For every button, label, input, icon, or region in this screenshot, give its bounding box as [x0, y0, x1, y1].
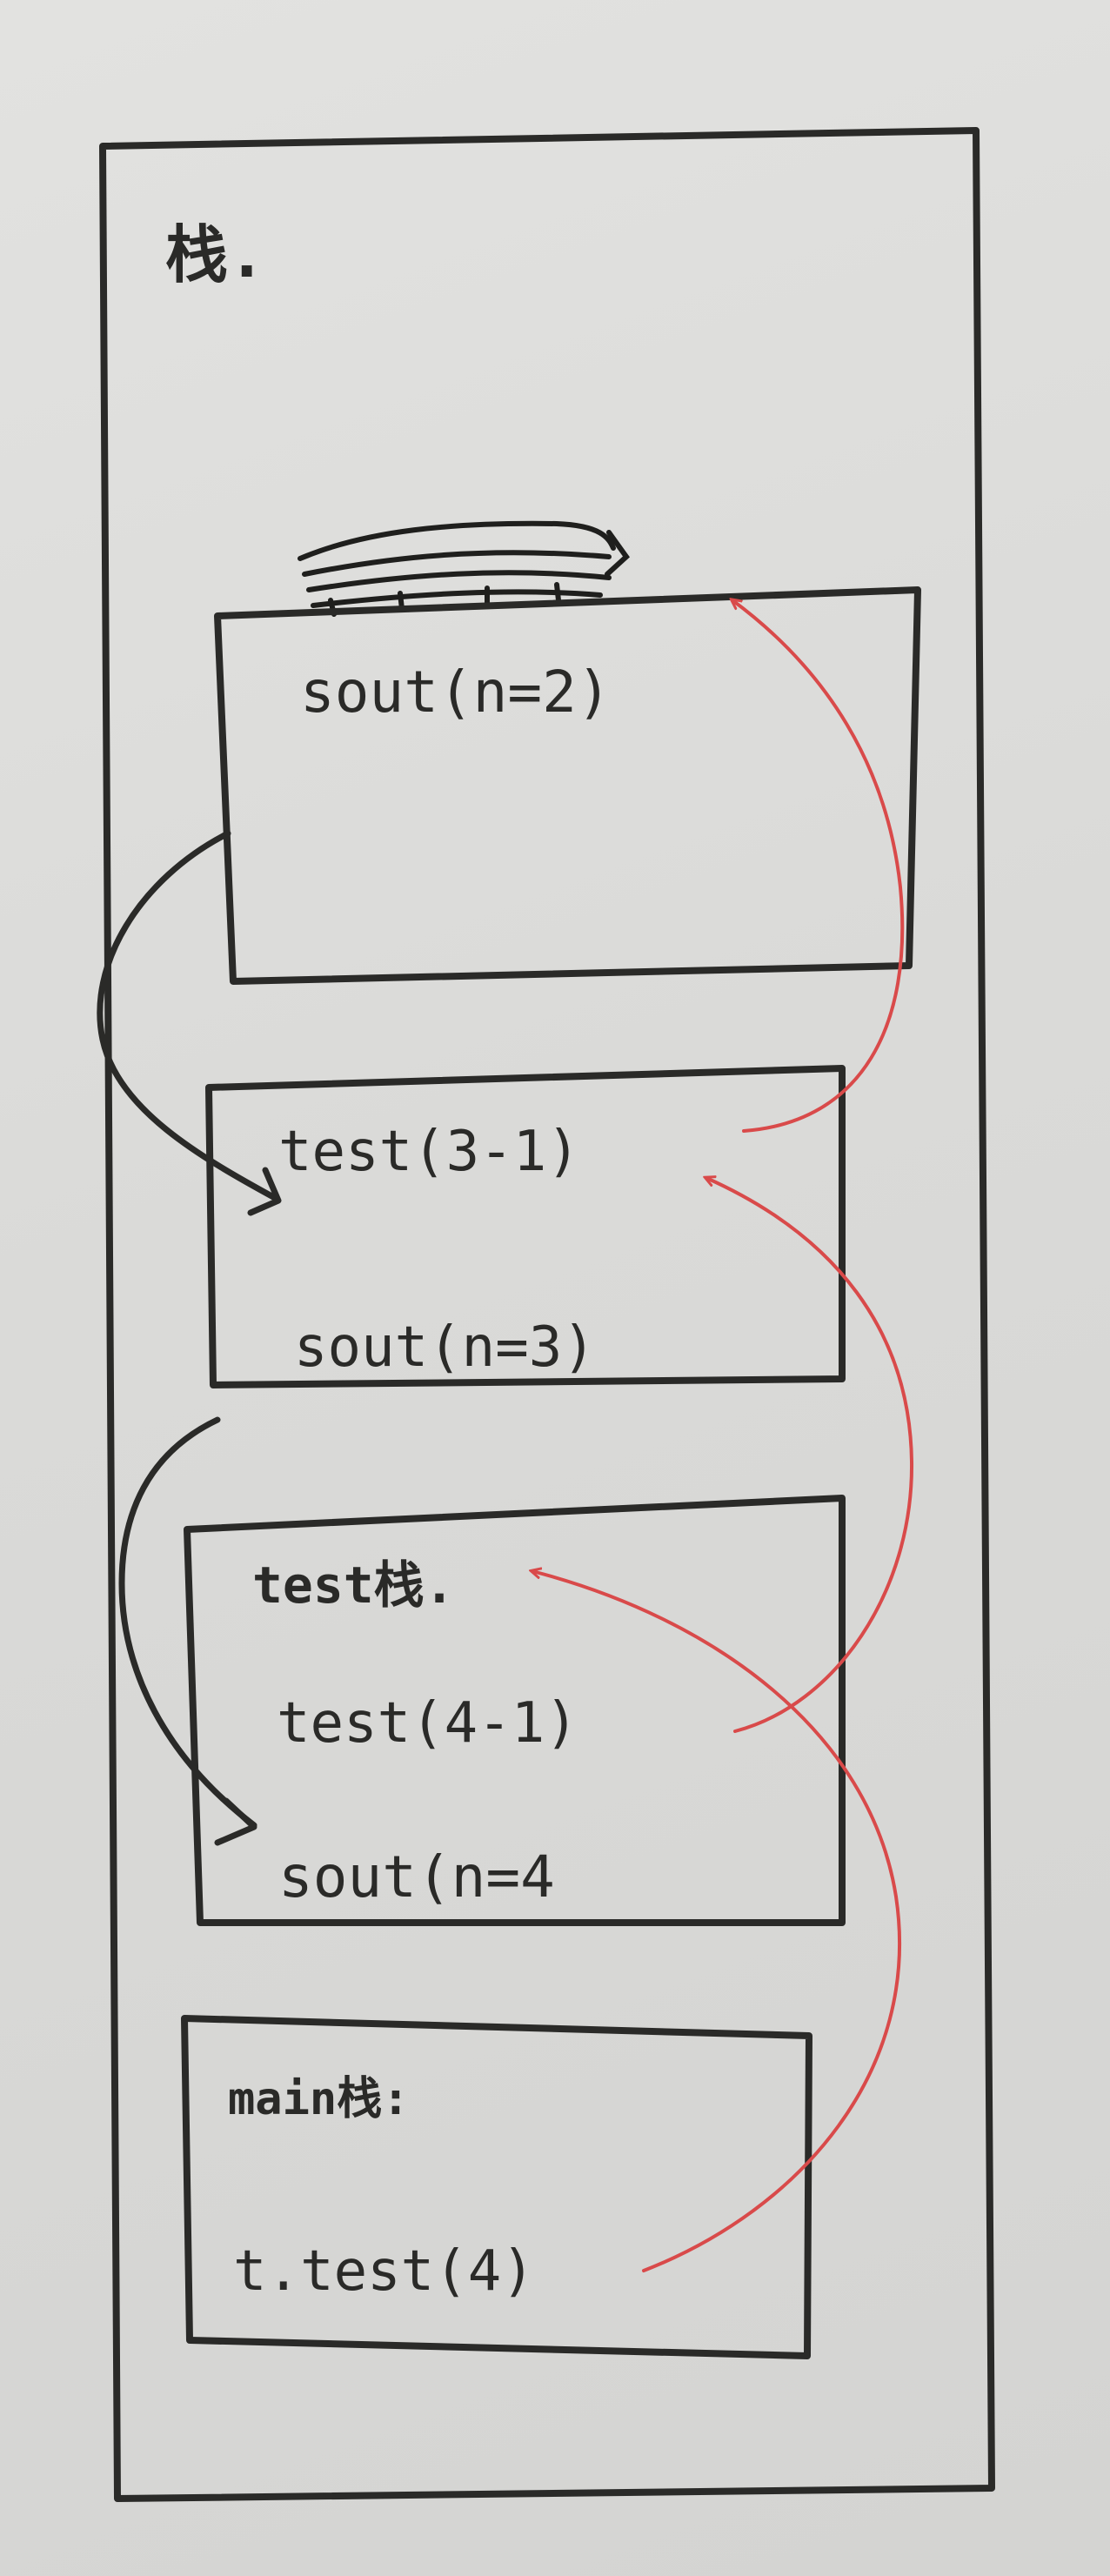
frame-1-line-1: sout(n=2) [300, 659, 612, 726]
call-arrow-main-to-frame3 [532, 1571, 902, 2272]
frame-2-line-2: sout(n=3) [294, 1315, 596, 1380]
frame-3-line-2: test(4-1) [277, 1691, 578, 1756]
stack-outer-frame [99, 127, 995, 2502]
frame-1: sout(n=2) [214, 586, 921, 985]
frame-4: main栈: t.test(4) [181, 2015, 812, 2359]
frame-3-line-3: sout(n=4 [278, 1843, 555, 1910]
call-arrow-frame3-to-frame2 [706, 1178, 914, 1733]
stack-title: 栈. [165, 218, 265, 291]
scribble-crossout [298, 520, 630, 617]
frame-4-line-1: main栈: [228, 2073, 410, 2125]
frame-3: test栈. test(4-1) sout(n=4 [184, 1495, 846, 1926]
frame-2-line-1: test(3-1) [278, 1120, 580, 1184]
return-arrow-frame1-to-frame2 [97, 830, 282, 1216]
call-arrow-frame2-to-frame1 [732, 600, 905, 1133]
frame-2: test(3-1) sout(n=3) [205, 1065, 846, 1388]
frame-4-line-2: t.test(4) [233, 2239, 535, 2304]
frame-3-line-1: test栈. [252, 1556, 455, 1615]
return-arrow-frame2-to-frame3 [118, 1416, 257, 1846]
